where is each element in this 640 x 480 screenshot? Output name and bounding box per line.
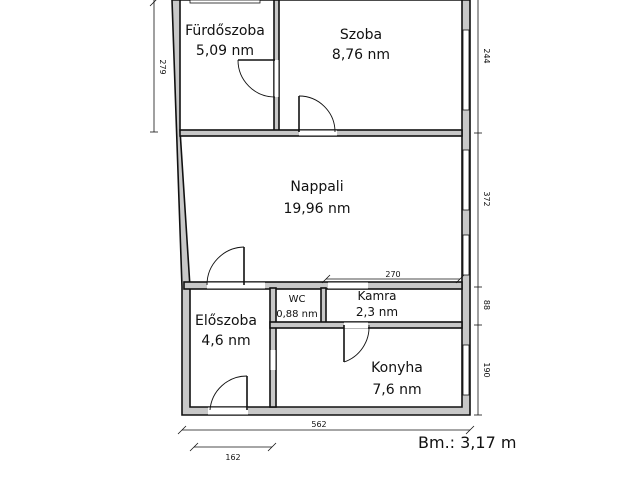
dim-bottom-562: 562 [177,420,475,435]
room-area-wc: 0,88 nm [276,309,318,320]
room-name-nappali: Nappali [290,179,343,195]
room-name-szoba: Szoba [340,27,382,43]
window-living-upper [462,149,470,211]
door-hall-kitchen [270,350,276,370]
window-bath [189,0,261,4]
dim-right: 244 372 88 190 [474,0,491,416]
wall-hall-wc [269,287,277,408]
door-kitchen [343,322,370,363]
room-area-kamra: 2,3 nm [356,305,398,319]
dim-inner-270: 270 [321,270,465,284]
total-area-label: Bm.: 3,17 m [418,433,516,452]
dim-label-562: 562 [311,420,326,429]
room-name-kamra: Kamra [358,289,397,303]
door-room [298,95,337,136]
door-living-hall [206,246,246,289]
door-kitchen-hallway [245,282,265,289]
dim-left-279: 279 [149,0,167,133]
door-kamra [328,282,368,289]
room-area-eloszoba: 4,6 nm [201,333,250,349]
dim-label-190: 190 [482,362,491,377]
room-area-nappali: 19,96 nm [283,201,350,217]
room-area-szoba: 8,76 nm [332,47,390,63]
door-bathroom [237,59,279,98]
room-area-konyha: 7,6 nm [372,382,421,398]
room-area-furdoszoba: 5,09 nm [196,43,254,59]
room-name-konyha: Konyha [371,360,423,376]
window-living-lower [462,234,470,276]
door-entrance [208,375,248,415]
dim-label-372: 372 [482,191,491,206]
room-name-furdoszoba: Fürdőszoba [185,23,265,39]
dim-bottom-162: 162 [189,442,277,462]
window-kitchen [462,344,470,396]
dim-label-244: 244 [482,48,491,63]
dim-label-279: 279 [158,59,167,74]
dim-label-270: 270 [385,270,400,279]
window-room [462,29,470,111]
room-name-wc: WC [289,294,306,305]
dim-label-162: 162 [225,453,240,462]
room-name-eloszoba: Előszoba [195,313,257,329]
wall-wc-kamra [320,287,327,325]
dim-label-88: 88 [482,300,491,310]
